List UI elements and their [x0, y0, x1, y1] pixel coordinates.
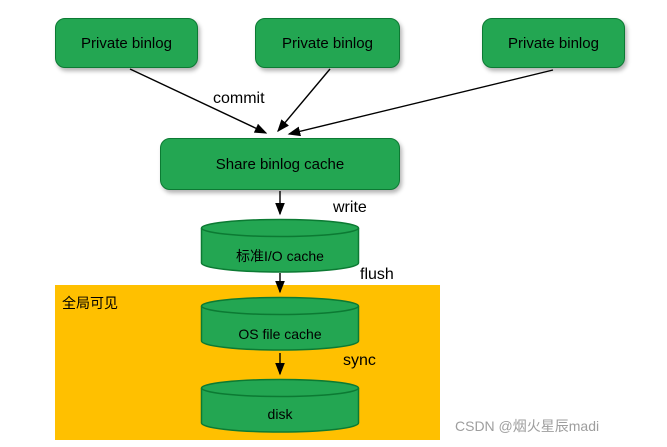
edge-label-write: write: [333, 199, 367, 216]
watermark-text: CSDN @烟火星辰madi: [455, 418, 600, 434]
edge-label-flush: flush: [360, 266, 394, 283]
share-binlog-cache-node: Share binlog cache: [160, 138, 400, 190]
edge-label-sync: sync: [343, 352, 376, 369]
io-cache-label: 标准I/O cache: [236, 248, 324, 264]
arrow-commit-right: [287, 69, 554, 137]
disk-label: disk: [267, 406, 293, 422]
private-binlog-label-3: Private binlog: [508, 34, 599, 52]
os-file-cache-label: OS file cache: [238, 326, 322, 342]
private-binlog-label-1: Private binlog: [81, 34, 172, 52]
os-file-cache-cylinder: [200, 296, 360, 351]
edge-label-commit: commit: [213, 90, 265, 107]
io-cache-cylinder: [200, 218, 360, 273]
disk-cylinder: [200, 378, 360, 433]
arrow-commit-middle: [277, 68, 331, 133]
share-binlog-cache-label: Share binlog cache: [215, 155, 345, 173]
private-binlog-label-2: Private binlog: [282, 34, 373, 52]
region-label: 全局可见: [62, 295, 118, 311]
private-binlog-node-3: Private binlog: [482, 18, 625, 68]
private-binlog-node-2: Private binlog: [255, 18, 400, 68]
private-binlog-node-1: Private binlog: [55, 18, 198, 68]
